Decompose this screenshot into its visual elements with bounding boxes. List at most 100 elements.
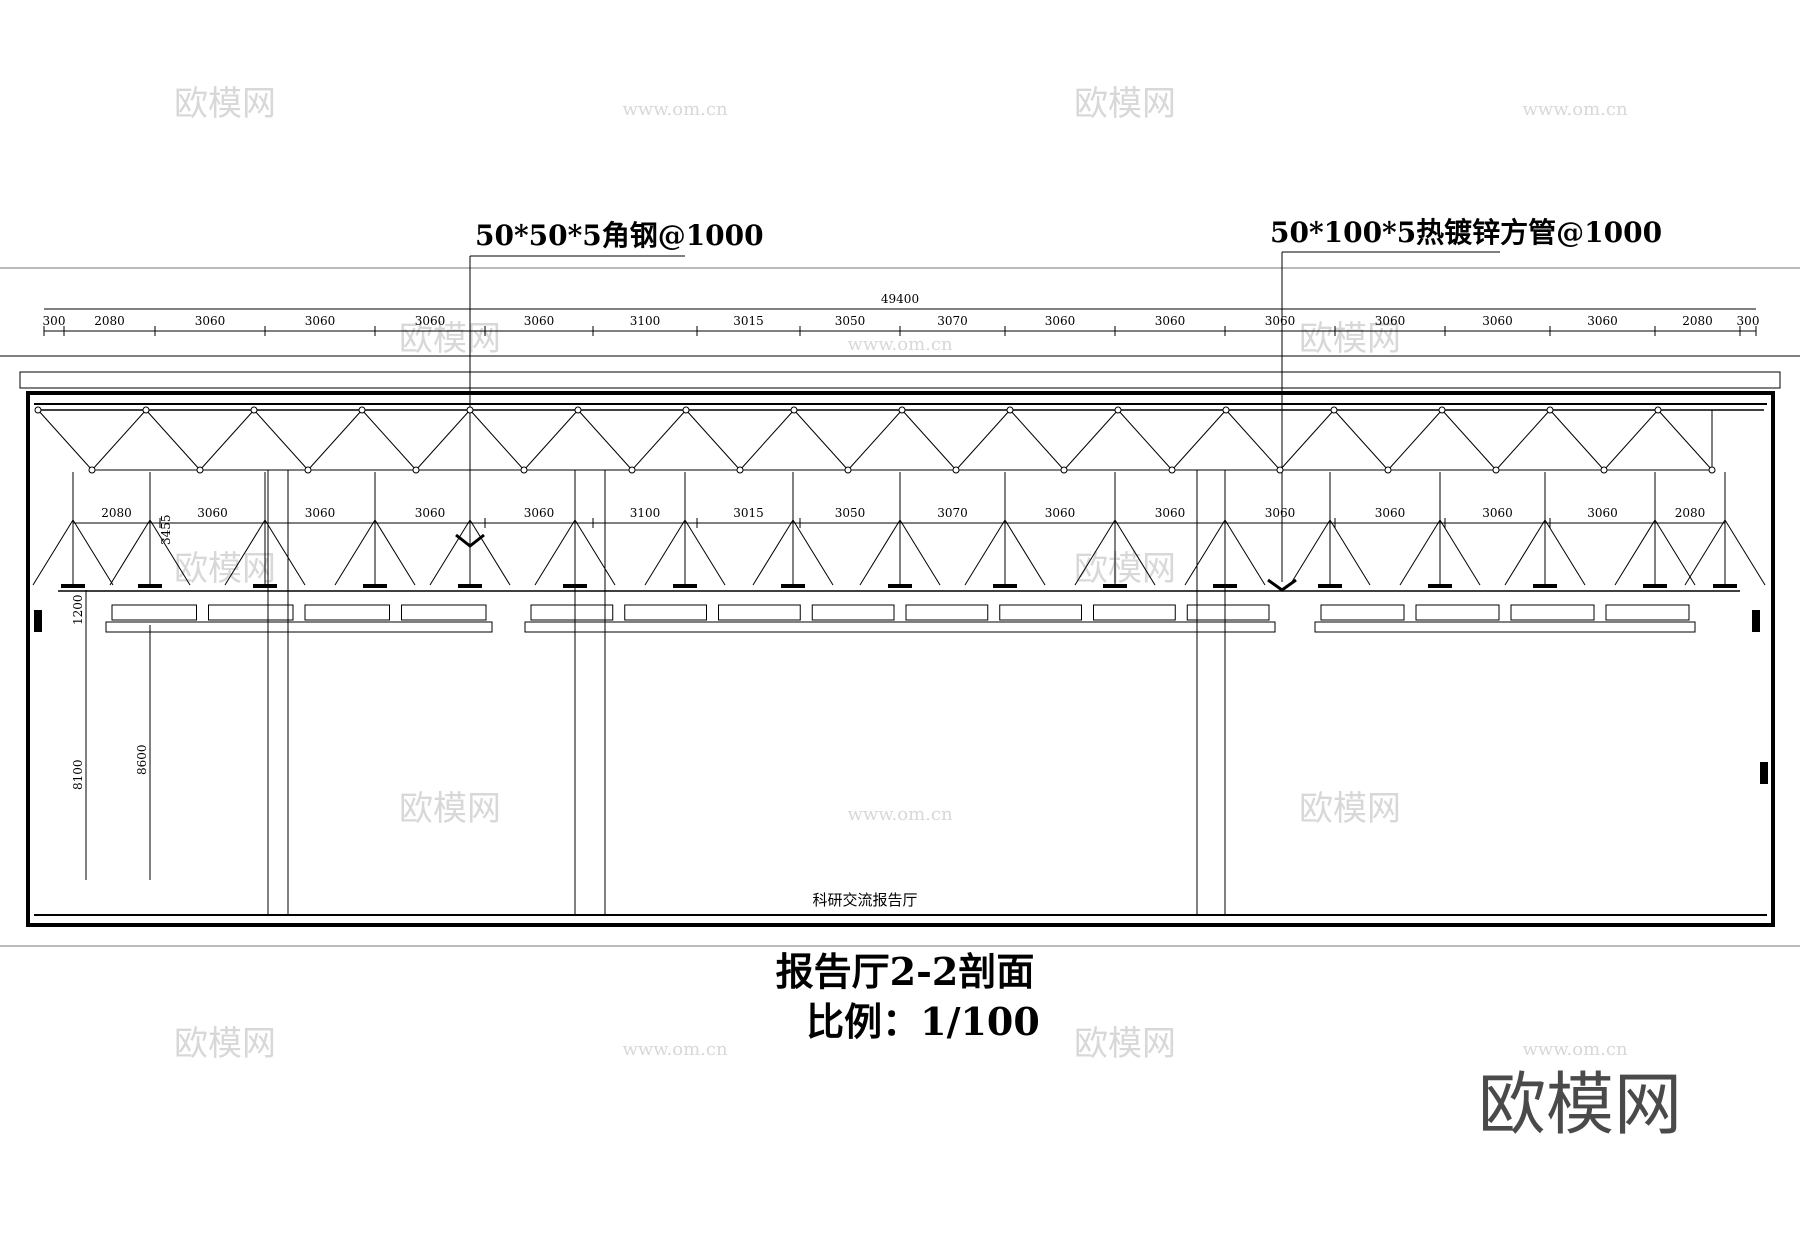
hanger-dimension-label: 3060 xyxy=(1482,506,1513,520)
hanger-foot xyxy=(1428,584,1452,588)
light-fixture xyxy=(1186,604,1270,621)
hanger-brace xyxy=(1184,519,1226,586)
light-fixture xyxy=(111,604,197,621)
hanger-foot xyxy=(1103,584,1127,588)
truss-node xyxy=(1114,406,1122,414)
truss-web xyxy=(253,409,309,471)
hanger-brace xyxy=(149,519,191,586)
truss-web xyxy=(361,409,417,471)
hanger-foot xyxy=(1533,584,1557,588)
truss-web xyxy=(523,409,579,471)
hanger-dimension-label: 3060 xyxy=(1265,506,1296,520)
truss-node xyxy=(142,406,150,414)
light-fixture xyxy=(1415,604,1500,621)
hanger-brace xyxy=(72,519,114,586)
watermark-brand: 欧模网 xyxy=(174,549,276,589)
top-dimension-label: 3050 xyxy=(835,314,866,328)
light-trough-base xyxy=(105,621,493,633)
hanger-brace xyxy=(1289,519,1331,586)
hanger-foot xyxy=(888,584,912,588)
light-fixture xyxy=(999,604,1082,621)
truss-node xyxy=(34,406,42,414)
hanger-foot xyxy=(61,584,85,588)
truss-node xyxy=(1492,466,1500,474)
hanger-dimension-label: 3060 xyxy=(524,506,555,520)
truss-web xyxy=(1063,409,1119,471)
truss-node xyxy=(358,406,366,414)
light-trough-base xyxy=(524,621,1276,633)
truss-node xyxy=(1546,406,1554,414)
light-fixture xyxy=(401,604,487,621)
hanger-foot xyxy=(458,584,482,588)
watermark-brand: 欧模网 xyxy=(1074,549,1176,589)
top-dimension-label: 3060 xyxy=(1482,314,1513,328)
light-trough-base xyxy=(1314,621,1696,633)
top-dimension-label: 300 xyxy=(1737,314,1760,328)
section-mark-left xyxy=(455,533,485,548)
hanger-brace xyxy=(374,519,416,586)
watermark-site: www.om.cn xyxy=(847,804,953,825)
truss-web xyxy=(199,409,255,471)
hanger-brace xyxy=(1544,519,1586,586)
hanger-dimension-label: 3015 xyxy=(733,506,764,520)
hanger-foot xyxy=(993,584,1017,588)
hanger-dimension-label: 3100 xyxy=(630,506,661,520)
angle-steel-callout: 50*50*5角钢@1000 xyxy=(475,219,764,252)
truss-node xyxy=(1438,406,1446,414)
truss-node xyxy=(196,466,204,474)
watermark-site: www.om.cn xyxy=(1522,1039,1628,1060)
hanger-brace xyxy=(224,519,266,586)
watermark-brand: 欧模网 xyxy=(399,789,501,829)
truss-node xyxy=(898,406,906,414)
truss-node xyxy=(682,406,690,414)
light-fixture xyxy=(1510,604,1595,621)
light-fixture xyxy=(1320,604,1405,621)
hanger-dimension-label: 3060 xyxy=(1375,506,1406,520)
truss-height-label: 3455 xyxy=(159,514,173,545)
hanger-foot xyxy=(363,584,387,588)
room-label: 科研交流报告厅 xyxy=(812,891,917,909)
hanger-brace xyxy=(1504,519,1546,586)
scale-label: 比例：1/100 xyxy=(806,999,1040,1044)
roof-truss xyxy=(34,406,1764,474)
hanger-brace xyxy=(1224,519,1266,586)
truss-node xyxy=(520,466,528,474)
hanger-dimension-label: 3060 xyxy=(415,506,446,520)
hanger-dimension-label: 3070 xyxy=(937,506,968,520)
truss-node xyxy=(844,466,852,474)
watermark-brand: 欧模网 xyxy=(1074,84,1176,124)
truss-node xyxy=(412,466,420,474)
hanger-dimension-label: 2080 xyxy=(1675,506,1706,520)
top-dimension-label: 3070 xyxy=(937,314,968,328)
section-mark-right xyxy=(1267,578,1297,592)
truss-web xyxy=(901,409,957,471)
hanger-brace xyxy=(264,519,306,586)
watermark-site: www.om.cn xyxy=(622,99,728,120)
overall-dimension-label: 49400 xyxy=(881,292,919,306)
hanger-brace xyxy=(859,519,901,586)
truss-node xyxy=(628,466,636,474)
light-fixture xyxy=(530,604,614,621)
hanger-brace xyxy=(752,519,794,586)
hanger-brace xyxy=(534,519,576,586)
truss-node xyxy=(1654,406,1662,414)
light-fixture xyxy=(624,604,707,621)
hanger-foot xyxy=(781,584,805,588)
hanger-brace xyxy=(334,519,376,586)
hanger-dimension-label: 2080 xyxy=(101,506,132,520)
top-dimension-label: 2080 xyxy=(1682,314,1713,328)
truss-web xyxy=(847,409,903,471)
top-dimension-label: 3060 xyxy=(1587,314,1618,328)
room-height-label: 8100 xyxy=(71,759,85,790)
wall-bracket xyxy=(1752,610,1760,632)
truss-node xyxy=(1168,466,1176,474)
ceiling-gap-label: 1200 xyxy=(71,594,85,625)
hanger-dimension-label: 3060 xyxy=(1155,506,1186,520)
truss-node xyxy=(304,466,312,474)
hanger-foot xyxy=(1713,584,1737,588)
truss-node xyxy=(952,466,960,474)
truss-web xyxy=(739,409,795,471)
hanger-dimension-label: 3060 xyxy=(305,506,336,520)
watermark-site: www.om.cn xyxy=(847,334,953,355)
